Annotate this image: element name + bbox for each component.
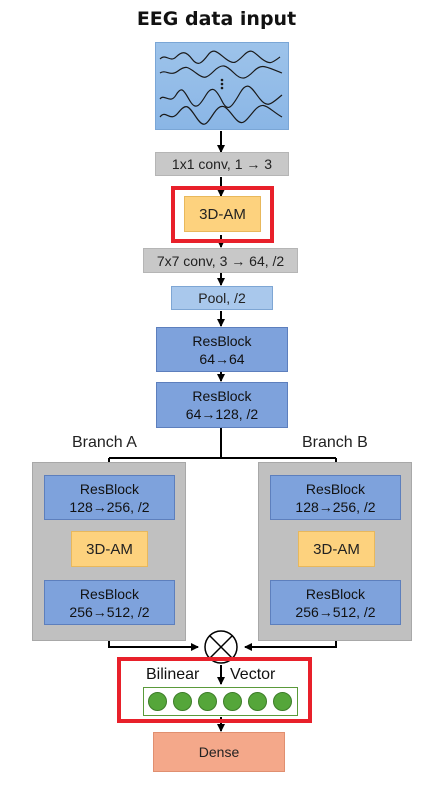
circled-times-icon bbox=[204, 630, 238, 664]
pool-layer: Pool, /2 bbox=[171, 286, 273, 310]
branch-b-resblock-1-name: ResBlock bbox=[305, 481, 366, 497]
attention-highlight-box bbox=[171, 186, 274, 243]
branch-b-attention-module: 3D-AM bbox=[298, 531, 375, 567]
branch-a-attention-module: 3D-AM bbox=[71, 531, 148, 567]
branch-b-resblock-1: ResBlock 128→256, /2 bbox=[270, 475, 401, 520]
resblock-2: ResBlock 64→128, /2 bbox=[156, 382, 288, 428]
vector-node bbox=[223, 692, 242, 711]
branch-a-resblock-2: ResBlock 256→512, /2 bbox=[44, 580, 175, 625]
resblock-1-dims: 64→64 bbox=[199, 351, 245, 367]
branch-b-resblock-1-dims: 128→256, /2 bbox=[295, 499, 376, 515]
dense-layer: Dense bbox=[153, 732, 285, 772]
vector-node bbox=[173, 692, 192, 711]
attention-module-top: 3D-AM bbox=[184, 196, 261, 232]
conv1x1-layer: 1x1 conv, 1 → 3 bbox=[155, 152, 289, 176]
vector-label: Vector bbox=[230, 666, 276, 683]
branch-b-resblock-2-name: ResBlock bbox=[305, 586, 366, 602]
conv7x7-layer: 7x7 conv, 3 → 64, /2 bbox=[143, 248, 298, 273]
branch-a-resblock-2-name: ResBlock bbox=[79, 586, 140, 602]
vector-node bbox=[248, 692, 267, 711]
bilinear-label: Bilinear bbox=[146, 666, 200, 683]
vector-node bbox=[273, 692, 292, 711]
eeg-signal-panel bbox=[155, 42, 289, 130]
branch-b-resblock-2: ResBlock 256→512, /2 bbox=[270, 580, 401, 625]
vector-node bbox=[148, 692, 167, 711]
resblock-1: ResBlock 64→64 bbox=[156, 327, 288, 372]
resblock-1-name: ResBlock bbox=[192, 333, 252, 349]
eeg-waveform-icon bbox=[159, 50, 283, 125]
branch-b-resblock-2-dims: 256→512, /2 bbox=[295, 604, 376, 620]
branch-a-resblock-2-dims: 256→512, /2 bbox=[69, 604, 150, 620]
vector-node bbox=[198, 692, 217, 711]
branch-a-resblock-1: ResBlock 128→256, /2 bbox=[44, 475, 175, 520]
resblock-2-name: ResBlock bbox=[192, 388, 252, 404]
branch-a-resblock-1-name: ResBlock bbox=[79, 481, 140, 497]
resblock-2-dims: 64→128, /2 bbox=[185, 406, 259, 422]
feature-vector bbox=[143, 687, 298, 716]
branch-b-label: Branch B bbox=[302, 434, 368, 451]
diagram-title: EEG data input bbox=[136, 8, 297, 30]
vector-highlight-box bbox=[117, 657, 312, 723]
branch-a-label: Branch A bbox=[72, 434, 137, 451]
branch-a-resblock-1-dims: 128→256, /2 bbox=[69, 499, 150, 515]
